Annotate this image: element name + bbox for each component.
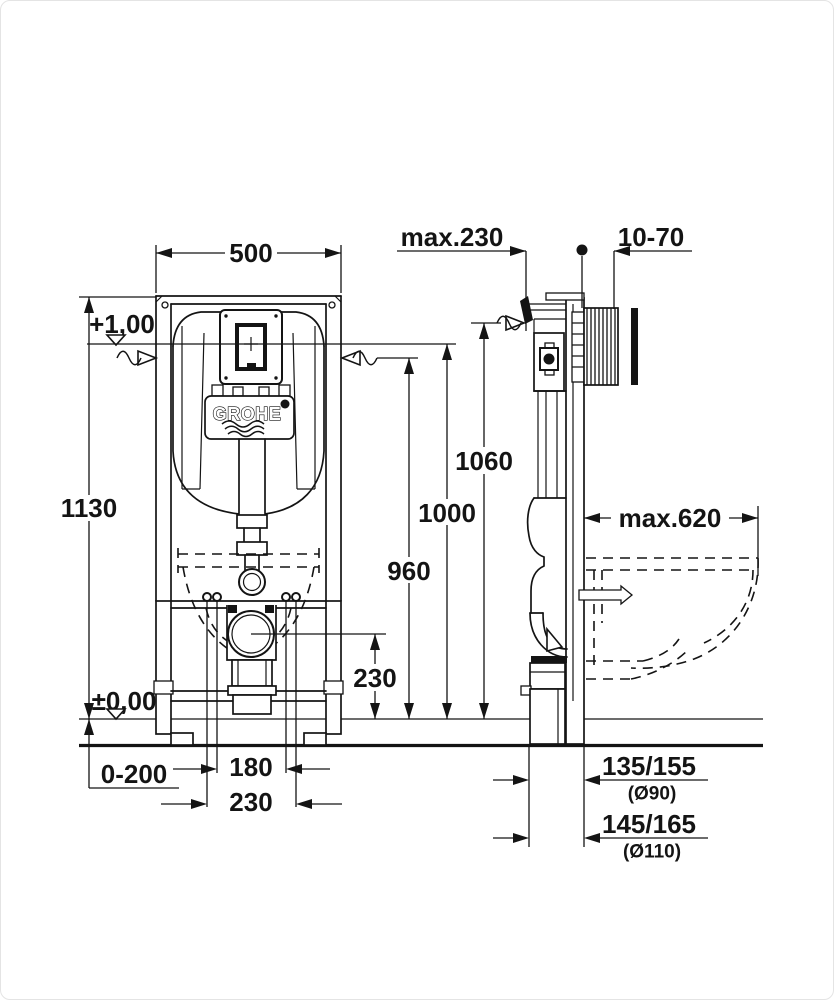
- dim-drain-dia-90-label: (Ø90): [628, 784, 677, 805]
- logo-dot-icon: [280, 399, 290, 409]
- flush-bend-connector: [238, 568, 266, 596]
- grohe-logo: GROHE: [204, 395, 295, 440]
- dim-frame-depth-label: max.230: [401, 222, 504, 252]
- corner-screw-icon: [328, 301, 336, 309]
- front-view: GROHE: [153, 295, 344, 807]
- toilet-bowl-outline: [586, 557, 759, 680]
- right-leg: [325, 600, 342, 735]
- dim-frame-height-label: 1130: [61, 493, 117, 523]
- brand-label: GROHE: [213, 404, 282, 424]
- mounting-stud: [578, 584, 634, 606]
- right-leg-clamp: [323, 680, 344, 695]
- drain-outlet: [232, 694, 272, 715]
- wall-plate: [631, 308, 638, 385]
- dim-height-960-label: 960: [387, 556, 430, 586]
- dim-fixing-outer-label: 230: [229, 787, 272, 817]
- dim-drain-offset-90-label: 135/155: [602, 751, 696, 781]
- dim-drain-dia-110-label: (Ø110): [623, 842, 681, 863]
- fixing-bolt-icon: [291, 592, 301, 602]
- left-leg: [155, 600, 172, 735]
- fixing-bolt-icon: [281, 592, 291, 602]
- wall-cut-arrow-right-icon: [339, 349, 418, 367]
- dimensions: 500 max.230 10-70 1130 +1,00: [61, 222, 759, 863]
- right-foot: [303, 732, 327, 746]
- level-floor-label: ±0,00: [92, 686, 157, 716]
- dim-fixing-inner-label: 180: [229, 752, 272, 782]
- dim-bowl-projection-label: max.620: [619, 503, 722, 533]
- dim-drain-height-label: 230: [353, 663, 396, 693]
- dim-floor-buildup-label: 0-200: [101, 759, 168, 789]
- drain-elbow: [520, 612, 568, 745]
- dim-wall-range-label: 10-70: [618, 222, 685, 252]
- flush-plate: [219, 309, 283, 385]
- level-mark-top-icon: [105, 334, 127, 347]
- corner-screw-icon: [161, 301, 169, 309]
- fixing-nut-icon: [543, 353, 555, 365]
- fixing-bolt-icon: [202, 592, 212, 602]
- knurl-adjuster: [571, 307, 619, 386]
- fixing-bolt-icon: [212, 592, 222, 602]
- actuation-dot-icon: [576, 244, 588, 256]
- level-top-label: +1,00: [89, 309, 155, 339]
- dim-height-1060-label: 1060: [455, 446, 513, 476]
- left-foot: [170, 732, 194, 746]
- wall-cut-arrow-side-icon: [496, 314, 527, 332]
- dim-drain-offset-110-label: 145/165: [602, 809, 696, 839]
- dim-height-1000-label: 1000: [418, 498, 476, 528]
- wall-cut-arrow-left-icon: [116, 349, 159, 367]
- dim-frame-width-label: 500: [229, 238, 272, 268]
- level-mark-floor-icon: [105, 708, 127, 721]
- left-leg-clamp: [153, 680, 174, 695]
